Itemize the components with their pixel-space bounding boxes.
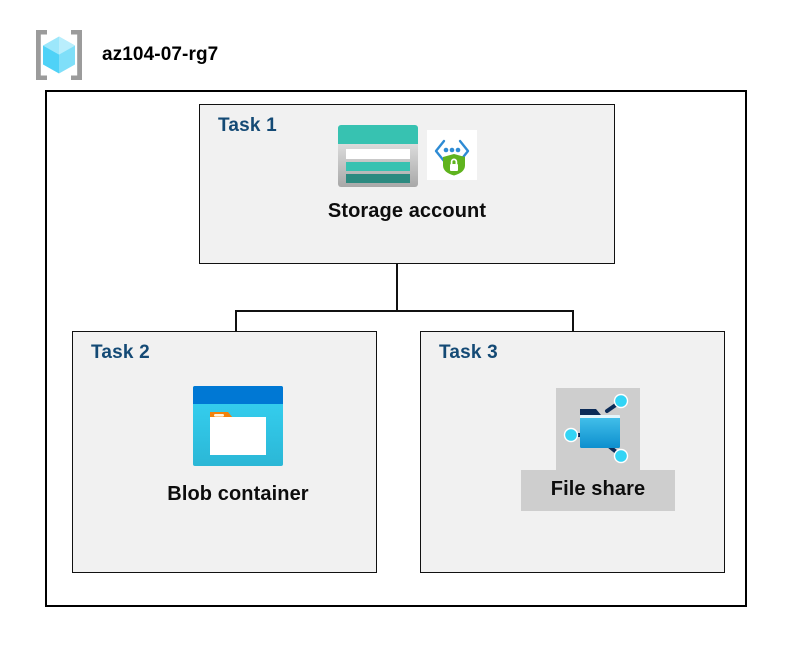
storage-account-label: Storage account — [327, 200, 487, 222]
task-3-label: Task 3 — [439, 342, 498, 363]
connector-horizontal-bus — [235, 310, 574, 313]
resource-group-icon — [36, 30, 82, 80]
node-blob-container[interactable]: Blob container — [150, 385, 326, 506]
node-storage-account[interactable]: Storage account — [295, 122, 519, 223]
connector-storage-to-bus — [396, 264, 399, 312]
file-share-icon — [563, 393, 629, 464]
resource-group-header: az104-07-rg7 — [30, 26, 218, 84]
secure-endpoint-shield-icon — [427, 130, 477, 180]
file-share-icon-highlight — [556, 388, 640, 470]
file-share-label: File share — [550, 478, 646, 500]
storage-account-icon — [338, 125, 418, 187]
task-1-label: Task 1 — [218, 115, 277, 136]
task-2-label: Task 2 — [91, 342, 150, 363]
file-share-label-highlight: File share — [520, 470, 676, 511]
resource-group-name: az104-07-rg7 — [102, 44, 219, 65]
storage-account-icon-row — [337, 122, 477, 190]
node-file-share[interactable]: File share — [505, 388, 691, 511]
blob-container-icon — [193, 386, 283, 466]
blob-container-label: Blob container — [167, 483, 309, 505]
